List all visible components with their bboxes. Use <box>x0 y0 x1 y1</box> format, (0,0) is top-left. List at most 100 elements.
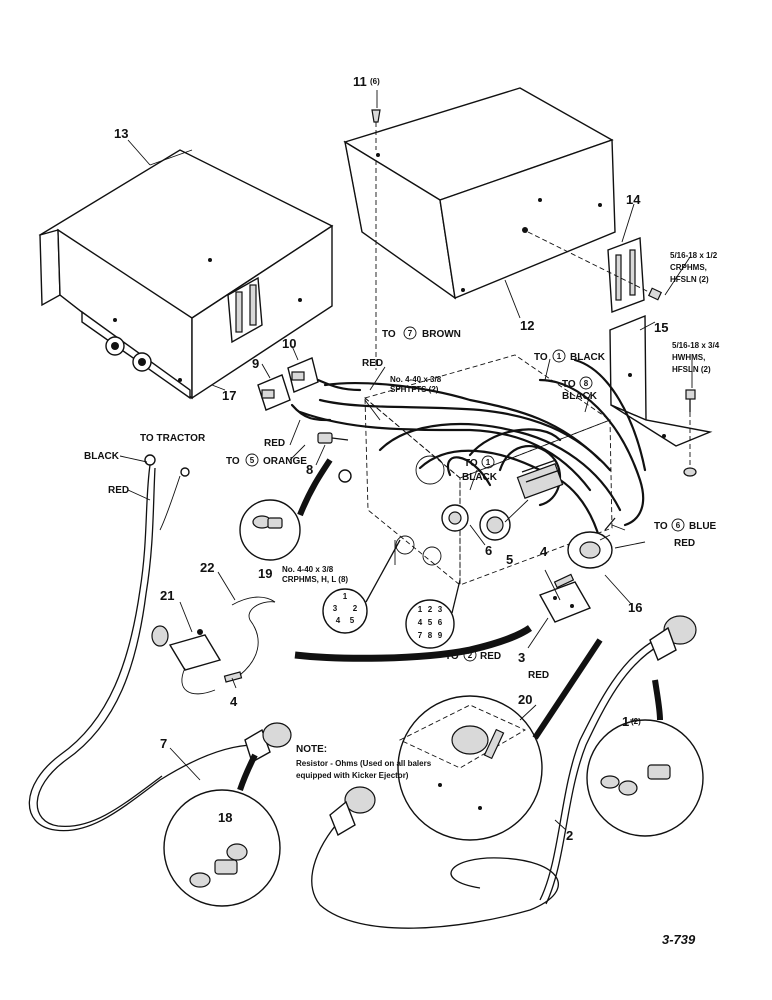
part-number-8: 8 <box>306 462 313 477</box>
part-number-2: 2 <box>566 828 573 843</box>
pin-9-2: 2 <box>428 605 433 614</box>
label-to-5-color: ORANGE <box>263 456 307 467</box>
part-number-16: 16 <box>628 600 642 615</box>
pin-labels-5: 1 2 3 4 5 <box>333 592 358 625</box>
label-to-1-mid-circle: 1 <box>486 458 491 467</box>
label-to-1-top-color: BLACK <box>570 352 606 363</box>
pin-9-7: 7 <box>418 631 423 640</box>
resistor-harness-21 <box>151 596 276 695</box>
resistor-detail-20 <box>397 638 603 841</box>
switch-9 <box>257 374 291 411</box>
part-number-3: 3 <box>518 650 525 665</box>
relay-16 <box>567 517 616 569</box>
bracket-15 <box>609 314 713 447</box>
pin-9-4: 4 <box>418 618 423 627</box>
pin-9-6: 6 <box>438 618 443 627</box>
label-to-2-color: RED <box>480 651 501 662</box>
part-qty-11: (6) <box>370 77 380 86</box>
part-number-12: 12 <box>520 318 534 333</box>
part-number-21: 21 <box>160 588 174 603</box>
screw-11 <box>371 109 381 150</box>
screw-top-line2: SPHTFTS (2) <box>390 385 439 394</box>
part-number-4b: 4 <box>540 544 548 559</box>
part-number-5: 5 <box>506 552 513 567</box>
pin-9-1: 1 <box>418 605 423 614</box>
tractor-cable-7 <box>28 454 256 832</box>
connector-face-5pin <box>322 588 368 634</box>
switch-10 <box>287 357 319 393</box>
part-number-4a: 4 <box>230 694 238 709</box>
part-number-6: 6 <box>485 543 492 558</box>
label-to-6: TO <box>654 521 668 532</box>
part-number-22: 22 <box>200 560 214 575</box>
label-to-1-mid-color: BLACK <box>462 472 498 483</box>
pin-5-5: 5 <box>350 616 355 625</box>
label-to-7-circle: 7 <box>408 329 413 338</box>
label-to-6-color: BLUE <box>689 521 717 532</box>
plug-1-detail <box>586 679 704 837</box>
part-number-1: 1 <box>622 714 629 729</box>
part-number-17: 17 <box>222 388 236 403</box>
bolt-15-line2: HWHMS, <box>672 353 705 362</box>
label-to-2: TO <box>445 651 459 662</box>
part-number-7: 7 <box>160 736 167 751</box>
label-to-1-mid: TO <box>464 458 478 469</box>
pin-9-8: 8 <box>428 631 433 640</box>
terminal-block-3 <box>538 581 592 623</box>
label-black-tractor: BLACK <box>84 451 120 462</box>
pin-labels-9: 1 2 3 4 5 6 7 8 9 <box>418 605 443 640</box>
connector-face-9pin <box>405 599 455 649</box>
part-number-9: 9 <box>252 356 259 371</box>
label-to-7: TO <box>382 329 396 340</box>
label-red-tractor: RED <box>108 485 129 496</box>
internal-harness <box>298 358 647 542</box>
plug-18-detail <box>163 753 281 907</box>
pin-5-1: 1 <box>343 592 348 601</box>
leader-lines <box>119 90 693 831</box>
part-number-15: 15 <box>654 320 668 335</box>
plug-1 <box>649 615 697 661</box>
pin-9-3: 3 <box>438 605 443 614</box>
screw-left-line2: CRPHMS, H, L (8) <box>282 575 348 584</box>
label-to-1-top: TO <box>534 352 548 363</box>
pin-5-3: 3 <box>333 604 338 613</box>
pin-5-2: 2 <box>353 604 358 613</box>
part-number-18: 18 <box>218 810 232 825</box>
label-to-tractor: TO TRACTOR <box>140 433 206 444</box>
resistor-note: NOTE: Resistor - Ohms (Used on all baler… <box>296 744 432 780</box>
label-red-bottom: RED <box>528 670 549 681</box>
pin-9-5: 5 <box>428 618 433 627</box>
label-to-5-circle: 5 <box>250 456 255 465</box>
figure-code: 3-739 <box>662 932 696 947</box>
screw-top-line1: No. 4-40 x 3/8 <box>390 375 442 384</box>
label-red-left: RED <box>264 438 285 449</box>
bracket-14 <box>607 237 645 313</box>
label-to-8-color: BLACK <box>562 391 598 402</box>
note-line2: equipped with Kicker Ejector) <box>296 771 409 780</box>
label-to-7-color: BROWN <box>422 329 461 340</box>
wire-labels: TO 7 BROWN RED No. 4-40 x 3/8 SPHTFTS (2… <box>84 251 720 681</box>
pin-5-4: 4 <box>336 616 341 625</box>
lamp-socket-8 <box>317 432 352 483</box>
monitor-housing-13 <box>38 149 334 400</box>
part-qty-1: (2) <box>631 717 641 726</box>
note-title: NOTE: <box>296 744 327 755</box>
label-to-6-circle: 6 <box>676 521 681 530</box>
part-number-13: 13 <box>114 126 128 141</box>
connector-socket-6 <box>441 504 469 532</box>
bolt-15-line1: 5/16-18 x 3/4 <box>672 341 720 350</box>
bolt-14-line2: CRPHMS, <box>670 263 707 272</box>
label-red-top: RED <box>362 358 383 369</box>
label-to-1-top-circle: 1 <box>557 352 562 361</box>
bolt-15 <box>683 389 697 477</box>
monitor-cover-12 <box>343 87 616 300</box>
plug-18 <box>244 722 292 764</box>
bolt-15-line3: HFSLN (2) <box>672 365 711 374</box>
label-to-8-circle: 8 <box>584 379 589 388</box>
pin-9-9: 9 <box>438 631 443 640</box>
label-to-8: TO <box>562 379 576 390</box>
bolt-14-line1: 5/16-18 x 1/2 <box>670 251 718 260</box>
part-number-14: 14 <box>626 192 641 207</box>
part-number-11: 11 <box>353 74 367 89</box>
connector-socket-5 <box>479 509 511 541</box>
